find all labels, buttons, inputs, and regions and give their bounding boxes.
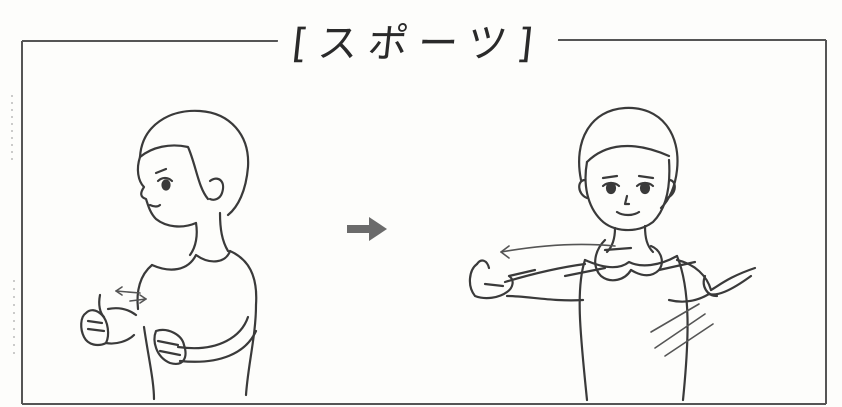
page-title: [スポーツ]: [274, 10, 562, 70]
figure-start-pose: [80, 109, 258, 401]
figure-end-pose: [468, 106, 757, 402]
right-arrow-icon: [347, 217, 387, 241]
